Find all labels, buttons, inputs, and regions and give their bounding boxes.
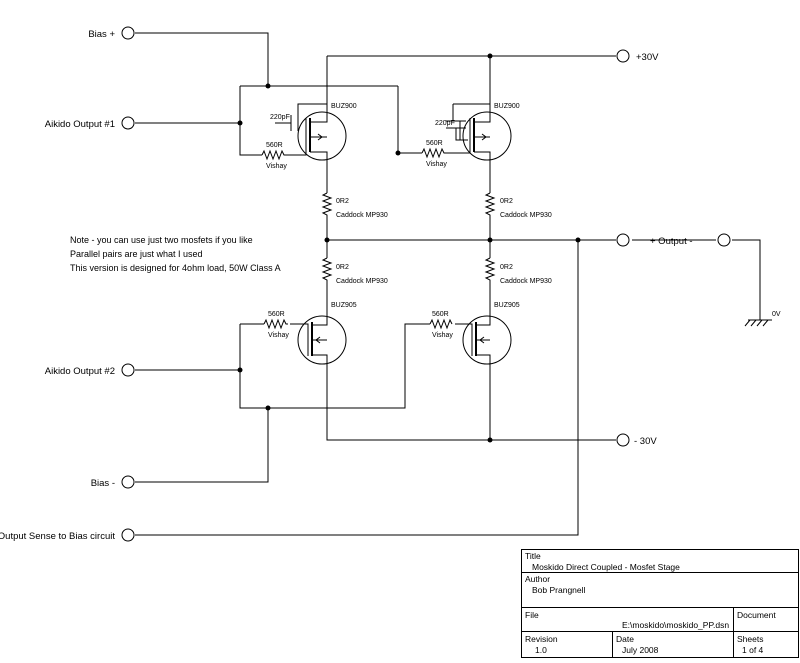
bias-minus-label: Bias - [91, 478, 115, 489]
aikido-out-1-label: Aikido Output #1 [45, 119, 115, 130]
capacitor-c2-icon [446, 120, 468, 141]
c1-value-label: 220pF [270, 114, 290, 121]
author-label: Author [525, 574, 550, 584]
title-value: Moskido Direct Coupled - Mosfet Stage [532, 562, 680, 572]
bias-plus-label: Bias + [88, 29, 115, 40]
r2-value-label: 560R [426, 140, 443, 147]
q4-part-label: BUZ905 [494, 302, 520, 309]
output-minus-port [717, 233, 731, 247]
bias-plus-port [121, 26, 135, 40]
mosfet-q3-icon [297, 310, 347, 368]
ground-icon [744, 319, 772, 327]
aikido-out-1-port [121, 116, 135, 130]
r4-value-label: 560R [432, 311, 449, 318]
date-label: Date [616, 634, 634, 644]
r6-mfr-label: Caddock MP930 [500, 212, 552, 219]
r6-value-label: 0R2 [500, 198, 513, 205]
resistor-zigzag-icons [261, 147, 496, 330]
ground-label: 0V [772, 311, 781, 318]
q1-part-label: BUZ900 [331, 103, 357, 110]
r5-mfr-label: Caddock MP930 [336, 212, 388, 219]
output-plus-port [616, 233, 630, 247]
mosfet-q4-icon [462, 310, 512, 368]
title-label: Title [525, 551, 541, 561]
supply-pos-port [616, 49, 630, 63]
r2-mfr-label: Vishay [426, 161, 447, 168]
supply-pos-label: +30V [636, 52, 659, 63]
r3-mfr-label: Vishay [268, 332, 289, 339]
aikido-out-2-port [121, 363, 135, 377]
output-sense-port [121, 528, 135, 542]
r3-value-label: 560R [268, 311, 285, 318]
r8-value-label: 0R2 [500, 264, 513, 271]
author-value: Bob Prangnell [532, 585, 586, 595]
sheets-value: 1 of 4 [742, 645, 764, 655]
r1-mfr-label: Vishay [266, 163, 287, 170]
file-label: File [525, 610, 539, 620]
revision-label: Revision [525, 634, 558, 644]
bias-minus-port [121, 475, 135, 489]
r7-mfr-label: Caddock MP930 [336, 278, 388, 285]
r5-value-label: 0R2 [336, 198, 349, 205]
note-line-1: Note - you can use just two mosfets if y… [70, 235, 253, 245]
q2-part-label: BUZ900 [494, 103, 520, 110]
q3-part-label: BUZ905 [331, 302, 357, 309]
design-note: Note - you can use just two mosfets if y… [70, 235, 281, 273]
port-connectors [121, 26, 731, 542]
output-label: + Output - [650, 236, 693, 247]
r4-mfr-label: Vishay [432, 332, 453, 339]
r7-value-label: 0R2 [336, 264, 349, 271]
r8-mfr-label: Caddock MP930 [500, 278, 552, 285]
title-block: Title Moskido Direct Coupled - Mosfet St… [521, 549, 799, 658]
r1-value-label: 560R [266, 142, 283, 149]
capacitor-c1-icon [290, 115, 299, 131]
supply-neg-port [616, 433, 630, 447]
mosfet-q2-icon [462, 106, 512, 165]
junctions [237, 53, 581, 443]
mosfet-q1-icon [297, 106, 347, 165]
wires [135, 32, 761, 536]
revision-value: 1.0 [535, 645, 547, 655]
note-line-2: Parallel pairs are just what I used [70, 249, 203, 259]
document-label: Document [737, 610, 776, 620]
date-value: July 2008 [622, 645, 659, 655]
supply-neg-label: - 30V [634, 436, 657, 447]
c2-value-label: 220pF [435, 120, 455, 127]
file-value: E:\moskido\moskido_PP.dsn [622, 620, 729, 630]
sheets-label: Sheets [737, 634, 763, 644]
output-sense-label: Output Sense to Bias circuit [0, 531, 115, 542]
aikido-out-2-label: Aikido Output #2 [45, 366, 115, 377]
note-line-3: This version is designed for 4ohm load, … [70, 263, 281, 273]
